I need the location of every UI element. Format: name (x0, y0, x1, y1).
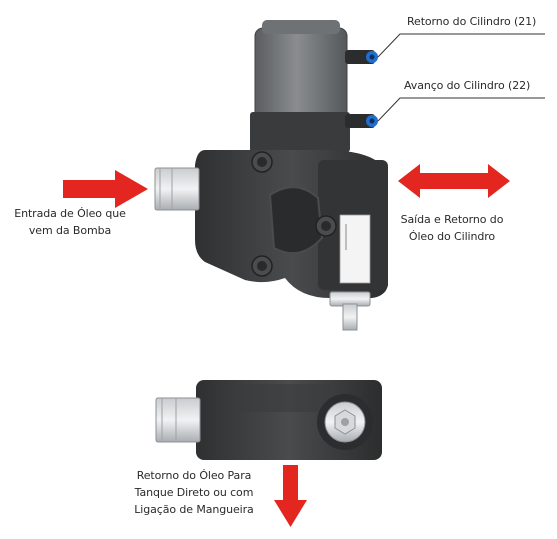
inlet-fitting (154, 167, 200, 211)
label-tank-return: Retorno do Óleo Para Tanque Direto ou co… (124, 467, 264, 518)
solenoid-cap (262, 20, 340, 34)
logo-recess (268, 186, 324, 255)
solenoid-coil (254, 27, 348, 121)
lower-valve-assembly (155, 380, 382, 460)
leader-line-advance (377, 97, 545, 122)
arrow-tank-down (274, 465, 307, 527)
solenoid-base (250, 112, 350, 152)
arrow-inlet-right (63, 170, 148, 208)
adjust-screw (342, 303, 358, 331)
label-oil-inlet-line1: Entrada de Óleo que (14, 207, 126, 220)
upper-valve-assembly (154, 20, 388, 331)
label-outlet-return: Saída e Retorno do Óleo do Cilindro (382, 211, 522, 245)
arrow-outlet-double (398, 164, 510, 198)
label-cylinder-return: Retorno do Cilindro (21) (407, 15, 537, 28)
label-plate (339, 214, 371, 284)
label-outlet-return-line2: Óleo do Cilindro (408, 230, 496, 243)
leader-line-return (377, 33, 545, 58)
label-cylinder-advance: Avanço do Cilindro (22) (404, 79, 531, 92)
label-tank-return-line2: Tanque Direto ou com (134, 486, 254, 499)
label-tank-return-line3: Ligação de Mangueira (134, 503, 254, 516)
label-oil-inlet-line2: vem da Bomba (28, 224, 112, 237)
label-oil-inlet: Entrada de Óleo que vem da Bomba (4, 205, 136, 239)
label-outlet-return-line1: Saída e Retorno do (400, 213, 504, 226)
lower-inlet-fitting (155, 397, 201, 443)
label-tank-return-line1: Retorno do Óleo Para (136, 469, 252, 482)
